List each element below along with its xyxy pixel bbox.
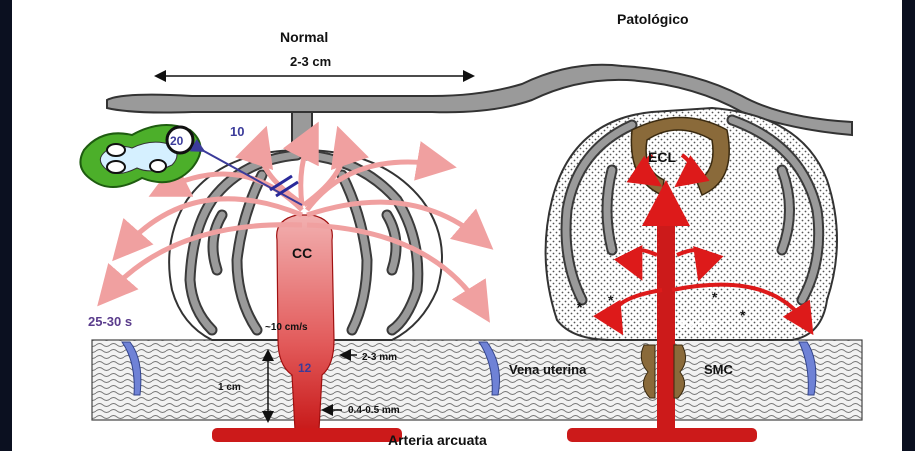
num-12-label: 12 — [298, 361, 312, 375]
num-10-label: 10 — [230, 124, 244, 139]
num-20-label: 20 — [170, 134, 184, 148]
width-label: 2-3 cm — [290, 54, 331, 69]
gap-2-label: 0.4-0.5 mm — [348, 405, 400, 416]
svg-text:*: * — [712, 289, 718, 305]
normal-title: Normal — [280, 29, 328, 45]
villous-tree-pathologic — [546, 108, 837, 340]
pathologic-title: Patológico — [617, 11, 689, 27]
smc-label: SMC — [704, 362, 734, 377]
cc-label: CC — [292, 245, 312, 261]
placental-flow-diagram: * * * * Normal Patológico 2-3 cm 10 20 C… — [12, 0, 902, 451]
vena-label: Vena uterina — [509, 362, 587, 377]
diagram-canvas: * * * * Normal Patológico 2-3 cm 10 20 C… — [12, 0, 902, 451]
artery-label: Arteria arcuata — [388, 432, 487, 448]
velocity-normal-label: ~10 cm/s — [265, 322, 308, 333]
gap-1-label: 2-3 mm — [362, 352, 397, 363]
basal-plate — [92, 340, 862, 420]
svg-text:*: * — [608, 292, 614, 308]
svg-text:*: * — [577, 299, 583, 315]
ecl-label: ECL — [648, 149, 676, 165]
time-label: 25-30 s — [88, 314, 132, 329]
svg-text:*: * — [740, 307, 746, 323]
depth-label: 1 cm — [218, 382, 241, 393]
velocity-pathologic-label: 1-2 m/s — [680, 320, 715, 331]
